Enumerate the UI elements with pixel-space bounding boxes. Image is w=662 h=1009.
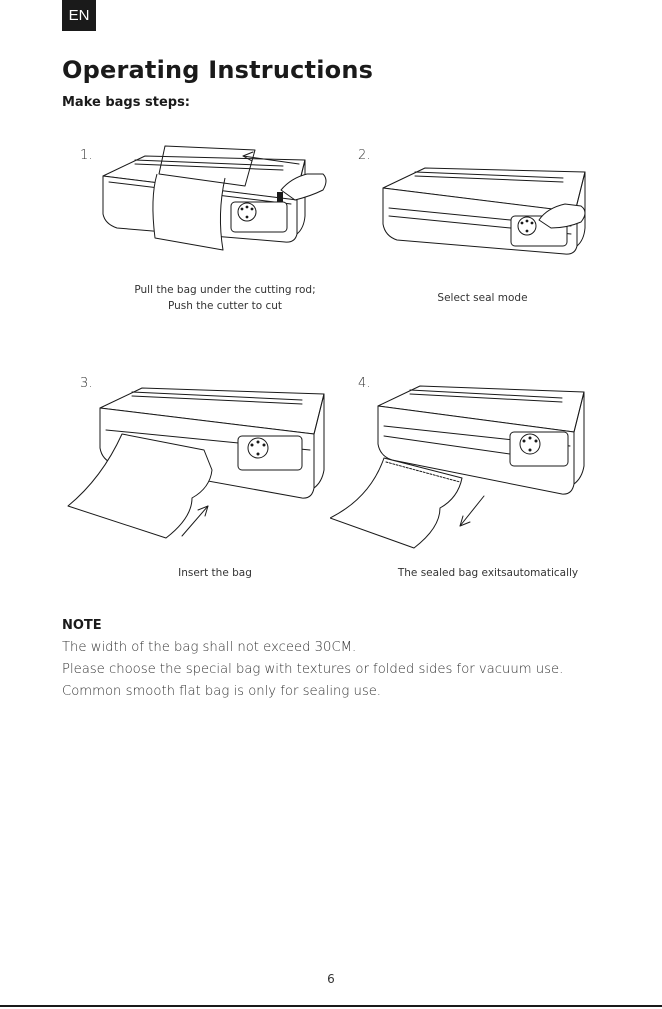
arrow-icon [242, 151, 300, 165]
step-4-illustration [330, 385, 585, 549]
step-1-caption-line-1: Pull the bag under the cutting rod; [134, 284, 316, 296]
arrow-icon [181, 505, 209, 537]
step-2-number: 2. [358, 148, 371, 163]
note-heading: NOTE [62, 618, 102, 633]
language-badge: EN [62, 0, 96, 31]
vacuum-sealer-machine [377, 385, 585, 495]
note-body: The width of the bag shall not exceed 30… [62, 637, 602, 703]
bag-icon [152, 145, 256, 251]
step-1-caption-line-2: Push the cutter to cut [167, 300, 283, 312]
step-1-illustration [102, 145, 327, 251]
step-4-caption-line-1: The sealed bag exitsautomatically [397, 567, 579, 579]
hand-icon [538, 203, 586, 229]
page-number: 6 [327, 972, 335, 986]
arrow-icon [459, 495, 485, 527]
bottom-rule [0, 1005, 662, 1007]
bag-icon [67, 433, 213, 539]
step-4-number: 4. [358, 376, 371, 391]
step-1-number: 1. [80, 148, 93, 163]
step-2-illustration [382, 167, 586, 255]
bag-icon [330, 457, 463, 549]
step-3-illustration [67, 387, 325, 539]
page-title: Operating Instructions [62, 56, 374, 84]
step-4-caption: The sealed bag exitsautomatically [388, 565, 588, 581]
vacuum-sealer-machine [99, 387, 325, 499]
step-3-number: 3. [80, 376, 93, 391]
note-line-1: The width of the bag shall not exceed 30… [62, 640, 357, 655]
section-heading: Make bags steps: [62, 95, 191, 110]
step-2-caption-line-1: Select seal mode [437, 292, 528, 304]
step-3-caption: Insert the bag [155, 565, 275, 581]
hand-icon [277, 173, 327, 202]
step-3-caption-line-1: Insert the bag [178, 567, 252, 579]
note-line-2: Please choose the special bag with textu… [62, 662, 564, 699]
step-1-caption: Pull the bag under the cutting rod; Push… [105, 282, 345, 314]
step-2-caption: Select seal mode [400, 290, 565, 306]
